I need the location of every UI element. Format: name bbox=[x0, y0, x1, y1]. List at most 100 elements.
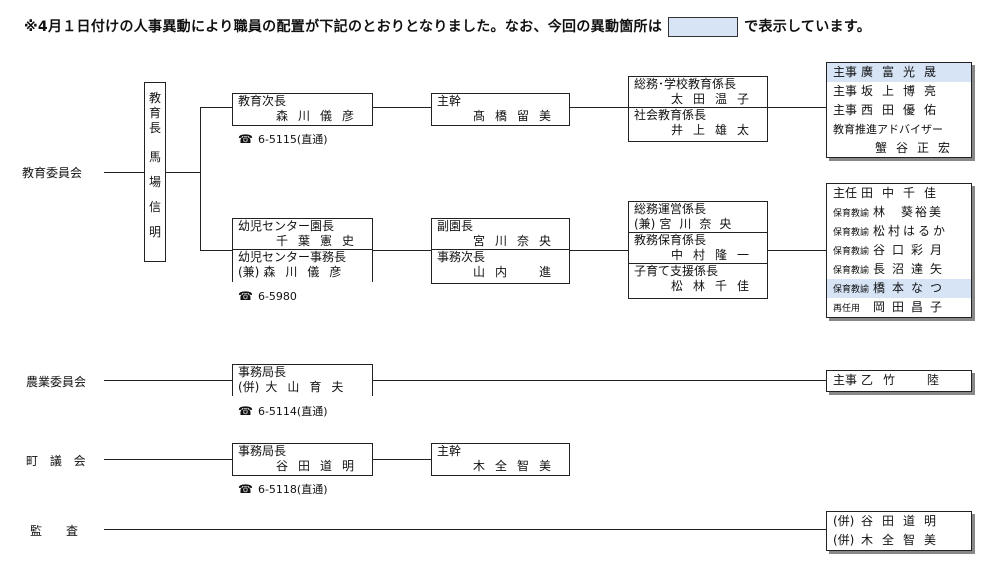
org-gikai: 町 議 会 bbox=[26, 454, 90, 468]
staff-name: 松村はるか bbox=[873, 224, 949, 238]
phone-icon: ☎ bbox=[238, 132, 253, 146]
nogyo-prefix: (併) bbox=[238, 380, 260, 394]
jicho-title: 教育次長 bbox=[238, 94, 287, 108]
staff-row: 教育推進アドバイザー bbox=[827, 120, 971, 139]
staff-name: 長沼達矢 bbox=[873, 262, 950, 276]
connector bbox=[768, 250, 826, 251]
kyoikucho-name-char: 馬 bbox=[148, 150, 161, 164]
kakari2-a-name: 宮川奈央 bbox=[659, 217, 740, 231]
staff-row: (併) 谷田道明 bbox=[827, 512, 971, 531]
notice-before: ※4月１日付けの人事異動により職員の配置が下記のとおりとなりました。なお、今回の… bbox=[24, 19, 663, 35]
fukuencho-a-name: 宮川奈央 bbox=[472, 234, 561, 248]
staff-row: 保育教諭長沼達矢 bbox=[827, 260, 971, 279]
nogyo-staff-box: 主事乙竹 陸 bbox=[826, 370, 972, 392]
staff-row: 保育教諭谷口彩月 bbox=[827, 241, 971, 260]
enchou-tel: ☎6-5980 bbox=[238, 289, 297, 303]
kakari1-a-title: 総務･学校教育係長 bbox=[634, 77, 737, 91]
staff-name: 林 葵裕美 bbox=[873, 205, 944, 219]
gikai-shukan-title: 主幹 bbox=[437, 444, 462, 458]
staff-row: 蟹谷正宏 bbox=[827, 139, 971, 158]
fukuencho-b-name: 山内 進 bbox=[472, 265, 561, 279]
staff-name: 橋本なつ bbox=[873, 281, 950, 295]
gikai-box: 事務局長 谷田道明 bbox=[232, 443, 373, 476]
kyoikucho-title-char: 教 bbox=[148, 91, 161, 105]
phone-icon: ☎ bbox=[238, 404, 253, 418]
staff-name: 廣富光晟 bbox=[861, 65, 946, 79]
kyoikucho-title-char: 育 bbox=[148, 106, 161, 120]
connector bbox=[166, 172, 200, 173]
kyoikucho-name-char: 信 bbox=[148, 200, 161, 214]
kakari2-c-title: 子育て支援係長 bbox=[634, 264, 719, 278]
org-kansa: 監 査 bbox=[30, 524, 85, 538]
connector bbox=[570, 107, 628, 108]
enchou-a-title: 幼児センター園長 bbox=[238, 219, 335, 233]
gikai-tel: ☎ 6-5118(直通) bbox=[238, 481, 328, 497]
gikai-shukan-name: 木全智美 bbox=[472, 459, 561, 473]
connector bbox=[104, 459, 232, 460]
staff-row: 主事廣富光晟 bbox=[827, 63, 971, 82]
connector bbox=[373, 459, 431, 460]
enchou-box: 幼児センター園長 千葉憲史 幼児センター事務長 (兼)森川儀彦 bbox=[232, 218, 373, 282]
kyoikucho-name-char: 明 bbox=[148, 225, 161, 239]
staff-title: 保育教諭 bbox=[833, 228, 870, 238]
connector bbox=[570, 250, 628, 251]
connector bbox=[768, 107, 826, 108]
staff-row: 保育教諭林 葵裕美 bbox=[827, 203, 971, 222]
connector bbox=[373, 250, 431, 251]
kansa-staff-box: (併)谷田道明 (併)木全智美 bbox=[826, 511, 972, 551]
connector bbox=[373, 380, 826, 381]
staff-title: 主事 bbox=[833, 373, 858, 387]
fukuencho-box: 副園長 宮川奈央 事務次長 山内 進 bbox=[431, 218, 570, 284]
nogyo-name: 大山育夫 bbox=[265, 380, 354, 394]
staff-title: 主事 bbox=[833, 84, 858, 98]
shukan1-name: 髙橋留美 bbox=[472, 109, 561, 123]
kakari2-b-title: 教務保育係長 bbox=[634, 233, 707, 247]
staff-name: 谷田道明 bbox=[861, 514, 946, 528]
staff-row: 主事乙竹 陸 bbox=[827, 371, 971, 390]
enchou-b-name: 森川儀彦 bbox=[263, 265, 352, 279]
org-nogyo-iinkai: 農業委員会 bbox=[26, 375, 87, 389]
gikai-shukan-box: 主幹 木全智美 bbox=[431, 443, 570, 476]
staff-name: 田中千佳 bbox=[861, 186, 946, 200]
staff-name: 坂上博亮 bbox=[861, 84, 946, 98]
kyoikucho-box: 教 育 長 馬 場 信 明 bbox=[144, 82, 166, 262]
staff-title: 主任 bbox=[833, 186, 858, 200]
staff-prefix: (併) bbox=[833, 533, 855, 547]
shukan1-title: 主幹 bbox=[437, 94, 462, 108]
jicho-tel-number: 6-5115(直通) bbox=[257, 133, 328, 146]
staff-row: 主事西田優佑 bbox=[827, 101, 971, 120]
kakari2-b-name: 中村隆一 bbox=[670, 248, 759, 262]
kyoikucho-name-char: 場 bbox=[148, 175, 161, 189]
jicho-name: 森川儀彦 bbox=[275, 109, 364, 123]
kyoikucho-title-char: 長 bbox=[148, 121, 161, 135]
connector bbox=[104, 380, 232, 381]
staff-prefix: (併) bbox=[833, 514, 855, 528]
shukan1-box: 主幹 髙橋留美 bbox=[431, 93, 570, 126]
staff-title: 保育教諭 bbox=[833, 285, 870, 295]
staff2-box: 主任田中千佳 保育教諭林 葵裕美 保育教諭松村はるか 保育教諭谷口彩月 保育教諭… bbox=[826, 183, 972, 318]
kakari2-a-title: 総務運営係長 bbox=[634, 202, 707, 216]
kakari2-box: 総務運営係長 (兼)宮川奈央 教務保育係長 中村隆一 子育て支援係長 松林千佳 bbox=[628, 201, 768, 299]
nogyo-title: 事務局長 bbox=[238, 365, 287, 379]
staff-name: 蟹谷正宏 bbox=[875, 141, 960, 155]
nogyo-box: 事務局長 (併) 大山育夫 bbox=[232, 364, 373, 396]
staff-row: 主任田中千佳 bbox=[827, 184, 971, 203]
staff1-box: 主事廣富光晟 主事坂上博亮 主事西田優佑 教育推進アドバイザー 蟹谷正宏 bbox=[826, 62, 972, 158]
staff-title: 保育教諭 bbox=[833, 266, 870, 276]
staff-row: 保育教諭橋本なつ bbox=[827, 279, 971, 298]
kakari2-a-prefix: (兼) bbox=[634, 217, 656, 231]
staff-title: 教育推進アドバイザー bbox=[833, 123, 943, 136]
nogyo-tel-number: 6-5114(直通) bbox=[257, 405, 328, 418]
kakari2-c-name: 松林千佳 bbox=[670, 279, 759, 293]
phone-icon: ☎ bbox=[238, 482, 253, 496]
staff-title: 保育教諭 bbox=[833, 247, 870, 257]
staff-title: 主事 bbox=[833, 65, 858, 79]
gikai-tel-number: 6-5118(直通) bbox=[257, 483, 328, 496]
kakari1-box: 総務･学校教育係長 太田温子 社会教育係長 井上雄太 bbox=[628, 76, 768, 142]
enchou-b-prefix: (兼) bbox=[238, 265, 260, 279]
staff-title: 保育教諭 bbox=[833, 209, 870, 219]
phone-icon: ☎ bbox=[238, 289, 253, 303]
staff-title: 再任用 bbox=[833, 304, 861, 314]
connector bbox=[104, 529, 826, 530]
gikai-title: 事務局長 bbox=[238, 444, 287, 458]
